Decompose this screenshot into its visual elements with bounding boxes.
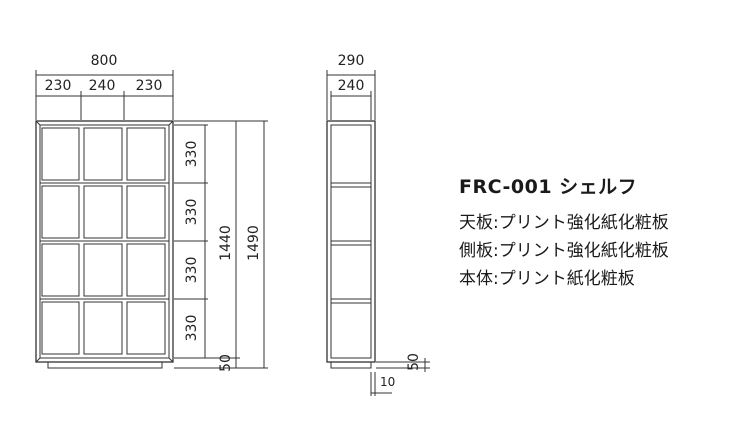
side-view-dimensions: 290 240 50 10 — [338, 53, 422, 389]
spec-line-side: 側板:プリント強化紙化粧板 — [459, 241, 669, 261]
dim-base-offset: 10 — [380, 375, 395, 389]
spec-title: FRC-001 シェルフ — [459, 176, 638, 198]
front-view-dimensions: 800 230 240 230 330 330 330 330 1440 149… — [45, 53, 262, 372]
spec-line-top: 天板:プリント強化紙化粧板 — [459, 213, 669, 233]
dim-column-right: 230 — [136, 78, 163, 94]
dim-overall-width: 800 — [91, 53, 118, 69]
spec-block: FRC-001 シェルフ 天板:プリント強化紙化粧板 側板:プリント強化紙化粧板… — [459, 172, 669, 293]
dim-inner-depth: 240 — [338, 78, 365, 94]
dim-overall-depth: 290 — [338, 53, 365, 69]
front-plinth — [47, 361, 163, 369]
dim-side-base: 50 — [406, 353, 422, 371]
dim-shelf-1: 330 — [184, 141, 200, 168]
dim-column-left: 230 — [45, 78, 72, 94]
front-view — [35, 70, 268, 369]
spec-line-body: 本体:プリント紙化粧板 — [459, 269, 635, 289]
dim-inner-height: 1440 — [218, 225, 234, 261]
dim-shelf-2: 330 — [184, 199, 200, 226]
dim-shelf-3: 330 — [184, 257, 200, 284]
side-view — [326, 70, 430, 396]
dim-front-base: 50 — [218, 354, 234, 372]
front-cubbies — [41, 127, 166, 355]
side-plinth — [330, 361, 372, 369]
dim-column-middle: 240 — [89, 78, 116, 94]
dim-overall-height: 1490 — [246, 225, 262, 261]
dim-shelf-4: 330 — [184, 315, 200, 342]
